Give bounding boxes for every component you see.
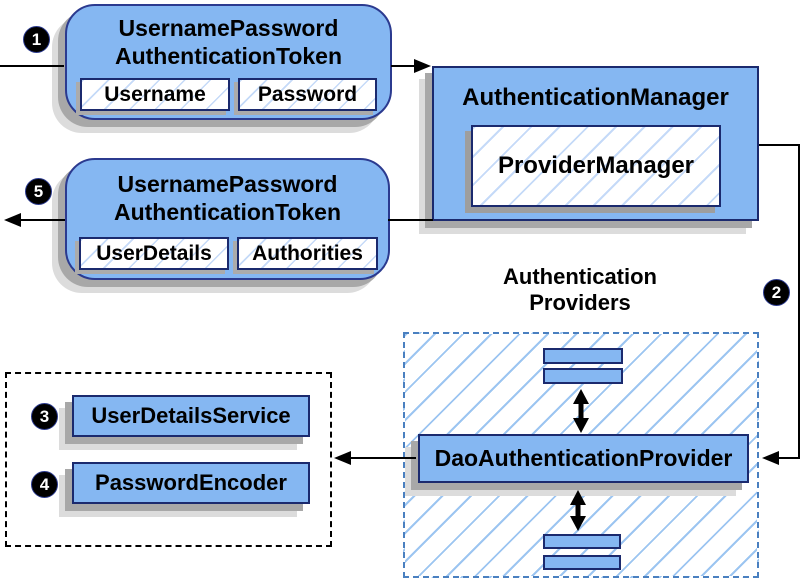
step-marker-3: 3 bbox=[31, 403, 58, 430]
request-token-title: UsernamePassword AuthenticationToken bbox=[67, 14, 390, 70]
password-field: Password bbox=[238, 78, 377, 111]
user-details-field: UserDetails bbox=[79, 237, 229, 270]
provider-stack-rect-bottom-1 bbox=[543, 534, 621, 549]
result-token-title-line2: AuthenticationToken bbox=[113, 199, 341, 225]
provider-stack-rect-top-1 bbox=[543, 348, 623, 364]
authentication-providers-label-line1: Authentication bbox=[503, 264, 657, 289]
request-token-box: UsernamePassword AuthenticationToken Use… bbox=[65, 4, 392, 120]
authentication-providers-label: Authentication Providers bbox=[460, 264, 700, 316]
request-token-title-line1: UsernamePassword bbox=[118, 15, 339, 41]
provider-stack-rect-bottom-2 bbox=[543, 555, 621, 570]
result-token-box: UsernamePassword AuthenticationToken Use… bbox=[65, 158, 390, 280]
dao-authentication-provider-box: DaoAuthenticationProvider bbox=[418, 434, 749, 483]
request-token-title-line2: AuthenticationToken bbox=[114, 43, 342, 69]
services-group-box bbox=[5, 372, 332, 547]
username-field: Username bbox=[80, 78, 230, 111]
step-marker-5: 5 bbox=[25, 178, 52, 205]
authentication-manager-title: AuthenticationManager bbox=[462, 84, 729, 111]
step-marker-2: 2 bbox=[763, 279, 790, 306]
result-token-title: UsernamePassword AuthenticationToken bbox=[67, 170, 388, 226]
result-token-title-line1: UsernamePassword bbox=[117, 171, 338, 197]
authorities-field: Authorities bbox=[237, 237, 378, 270]
authentication-providers-label-line2: Providers bbox=[529, 290, 631, 315]
password-encoder-box: PasswordEncoder bbox=[72, 462, 310, 504]
provider-stack-rect-top-2 bbox=[543, 368, 623, 384]
user-details-service-box: UserDetailsService bbox=[72, 395, 310, 437]
arrow-token-to-manager bbox=[391, 59, 431, 73]
step-marker-1: 1 bbox=[23, 26, 50, 53]
step-marker-4: 4 bbox=[31, 471, 58, 498]
arrow-result-token-out bbox=[4, 213, 65, 227]
authentication-manager-box: AuthenticationManager ProviderManager bbox=[432, 66, 759, 221]
provider-manager-box: ProviderManager bbox=[471, 125, 721, 207]
